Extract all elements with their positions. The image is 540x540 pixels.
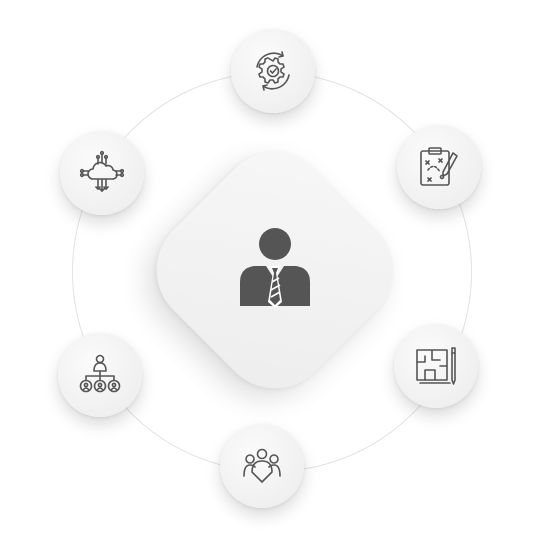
strategy-clipboard-icon	[420, 147, 458, 186]
node-strategy	[397, 125, 481, 209]
gear-refresh-check-icon	[256, 51, 290, 91]
node-hierarchy	[58, 333, 142, 417]
cloud-network-icon	[79, 150, 125, 192]
node-cloud	[60, 131, 144, 215]
node-planning	[394, 324, 478, 408]
team-group-icon	[243, 448, 281, 483]
businessman-icon	[240, 228, 310, 308]
node-process	[231, 29, 315, 113]
node-team	[220, 424, 304, 508]
blueprint-plan-icon	[416, 347, 456, 385]
hierarchy-org-icon	[79, 354, 121, 393]
